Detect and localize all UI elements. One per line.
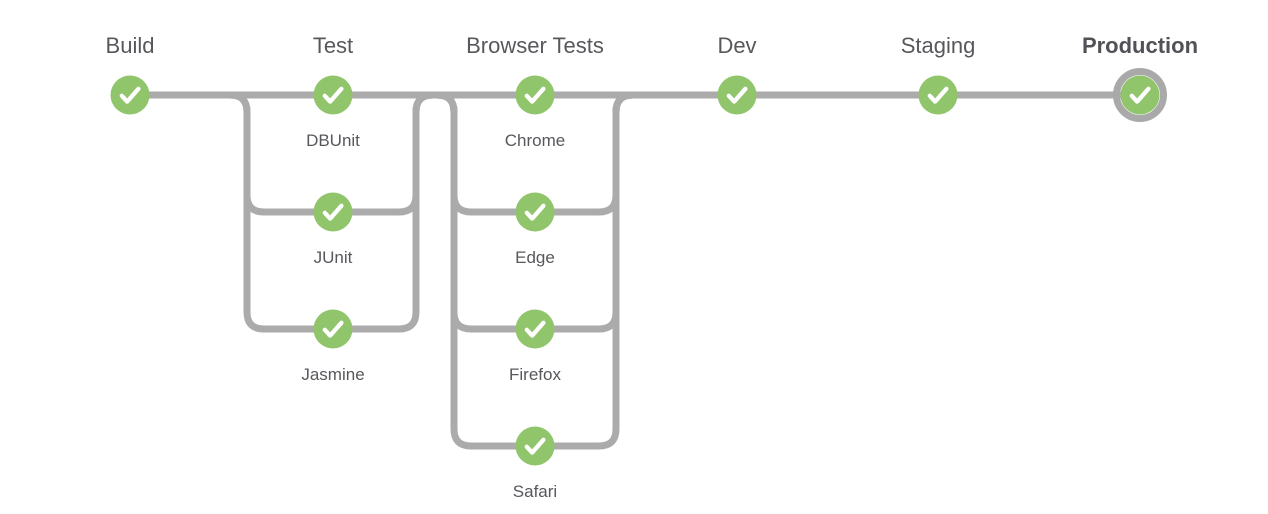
stage-node-production-circle	[1120, 75, 1160, 115]
stage-node-staging[interactable]	[918, 75, 958, 115]
stage-label-staging: Staging	[901, 33, 976, 58]
stage-node-staging-circle	[918, 75, 958, 115]
check-icon	[726, 86, 748, 104]
stage-label-dev: Dev	[717, 33, 756, 58]
job-label-edge: Edge	[515, 248, 555, 267]
stage-node-production[interactable]	[1113, 68, 1167, 122]
stage-node-browser-tests[interactable]	[515, 75, 555, 115]
job-label-chrome: Chrome	[505, 131, 565, 150]
job-node-safari-circle	[515, 426, 555, 466]
stage-label-production: Production	[1082, 33, 1198, 58]
check-icon	[322, 320, 344, 338]
stage-label-build: Build	[106, 33, 155, 58]
stage-node-build-circle	[110, 75, 150, 115]
job-label-safari: Safari	[513, 482, 557, 501]
check-icon	[322, 86, 344, 104]
check-icon	[524, 437, 546, 455]
job-node-junit-circle	[313, 192, 353, 232]
stage-label-browser-tests: Browser Tests	[466, 33, 604, 58]
check-icon	[119, 86, 141, 104]
stage-node-test-circle	[313, 75, 353, 115]
stage-node-browser-tests-circle	[515, 75, 555, 115]
job-label-junit: JUnit	[314, 248, 353, 267]
stage-node-production-ring	[1113, 68, 1167, 122]
stage-label-test: Test	[313, 33, 353, 58]
job-node-junit[interactable]	[313, 192, 353, 232]
check-icon	[524, 203, 546, 221]
job-node-jasmine-circle	[313, 309, 353, 349]
job-node-firefox[interactable]	[515, 309, 555, 349]
job-node-edge-circle	[515, 192, 555, 232]
job-node-jasmine[interactable]	[313, 309, 353, 349]
stage-node-test[interactable]	[313, 75, 353, 115]
job-label-jasmine: Jasmine	[301, 365, 364, 384]
check-icon	[524, 320, 546, 338]
check-icon	[927, 86, 949, 104]
check-icon	[322, 203, 344, 221]
job-node-firefox-circle	[515, 309, 555, 349]
stage-node-build[interactable]	[110, 75, 150, 115]
job-label-firefox: Firefox	[509, 365, 561, 384]
check-icon	[524, 86, 546, 104]
job-node-safari[interactable]	[515, 426, 555, 466]
job-node-edge[interactable]	[515, 192, 555, 232]
check-icon	[1129, 86, 1151, 104]
stage-node-dev-circle	[717, 75, 757, 115]
stage-node-dev[interactable]	[717, 75, 757, 115]
job-label-dbunit: DBUnit	[306, 131, 360, 150]
